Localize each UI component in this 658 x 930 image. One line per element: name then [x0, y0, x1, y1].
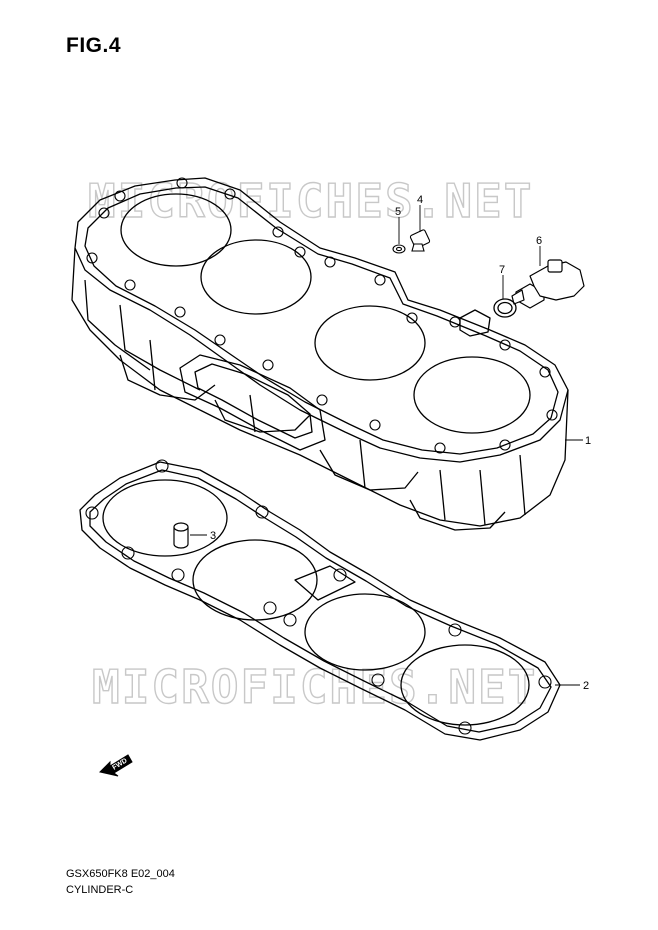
temperature-sensor	[511, 259, 585, 309]
forward-arrow-icon: FWD	[99, 754, 133, 777]
callout-2: 2	[583, 680, 589, 692]
callout-4: 4	[417, 194, 423, 206]
bore-2	[200, 239, 312, 315]
bore-1	[120, 193, 232, 267]
callout-3: 3	[210, 530, 216, 542]
cylinder-gasket	[79, 459, 561, 741]
plug-washer	[392, 244, 406, 254]
dowel-pin	[173, 522, 189, 549]
callout-1: 1	[585, 435, 591, 447]
cylinder-block	[71, 177, 569, 531]
bore-4	[413, 356, 531, 434]
callout-6: 6	[536, 235, 542, 247]
callout-7: 7	[499, 264, 505, 276]
model-code: GSX650FK8 E02_004	[66, 868, 175, 880]
bore-3	[314, 305, 426, 381]
callout-5: 5	[395, 206, 401, 218]
watermark-top: MICROFICHES.NET	[88, 174, 533, 228]
plug	[409, 229, 431, 252]
watermark-bottom: MICROFICHES.NET	[92, 660, 537, 714]
section-name: CYLINDER-C	[66, 884, 134, 896]
figure-title: FIG.4	[66, 34, 122, 57]
o-ring	[493, 298, 517, 318]
